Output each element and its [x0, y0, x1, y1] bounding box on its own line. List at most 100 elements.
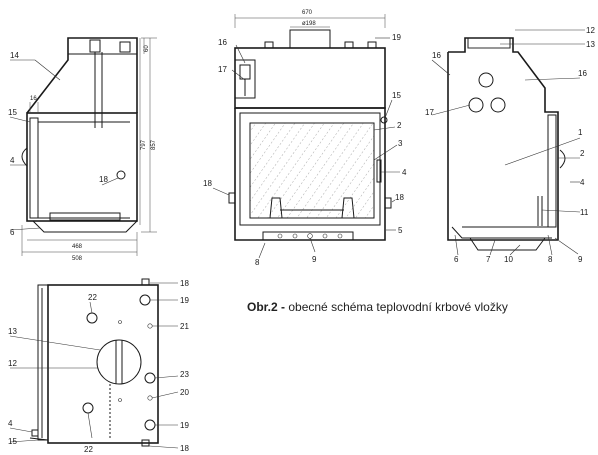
label-6-right: 6	[454, 255, 459, 264]
side-left-connector	[119, 41, 131, 53]
dim-670: 670	[302, 10, 313, 16]
top-view-port-18b	[141, 439, 150, 447]
dim-508: 508	[72, 256, 83, 262]
label-19-top-b: 19	[180, 421, 189, 430]
side-right-handle	[559, 149, 566, 169]
label-15-top: 15	[8, 437, 17, 446]
side-view-right	[431, 29, 585, 256]
label-4-right: 4	[580, 178, 585, 187]
label-11: 11	[580, 208, 589, 217]
side-left-base	[32, 220, 138, 233]
top-view-sensor-20	[147, 395, 153, 401]
label-18-top-a: 18	[180, 279, 189, 288]
top-view-body	[47, 284, 159, 444]
label-18-front-right: 18	[395, 193, 404, 202]
label-7: 7	[486, 255, 491, 264]
label-19-top-a: 19	[180, 296, 189, 305]
front-door-handle	[376, 159, 382, 183]
front-latch	[380, 116, 388, 124]
label-16-right-b: 16	[578, 69, 587, 78]
front-flue-collar	[289, 29, 331, 49]
label-18: 18	[99, 175, 108, 184]
dim-16: 16	[30, 96, 37, 102]
label-5-front: 5	[398, 226, 403, 235]
side-right-flue-collar	[467, 37, 511, 49]
side-view-left	[9, 37, 157, 256]
label-18-front-left: 18	[203, 179, 212, 188]
label-8-right: 8	[548, 255, 553, 264]
label-15: 15	[8, 108, 17, 117]
caption-prefix: Obr.2 -	[247, 300, 286, 314]
label-14: 14	[10, 51, 19, 60]
label-6: 6	[10, 228, 15, 237]
dim-468: 468	[72, 244, 83, 250]
label-12-top: 12	[8, 359, 17, 368]
label-15-front: 15	[392, 91, 401, 100]
side-left-door	[29, 117, 39, 219]
front-grate-left	[269, 197, 283, 219]
side-right-body-outline	[447, 52, 558, 241]
top-view-port-19b	[144, 419, 156, 431]
front-grate-right	[341, 197, 355, 219]
label-9-right: 9	[578, 255, 583, 264]
front-control-box	[234, 59, 256, 99]
side-right-port-top	[478, 72, 494, 88]
side-right-ashpan	[469, 237, 546, 251]
label-10: 10	[504, 255, 513, 264]
front-upper-housing	[234, 47, 386, 109]
label-20: 20	[180, 388, 189, 397]
label-4: 4	[10, 156, 15, 165]
label-17-right: 17	[425, 108, 434, 117]
label-8-front: 8	[255, 258, 260, 267]
side-right-top-profile	[448, 37, 559, 240]
label-1: 1	[578, 128, 583, 137]
label-22-top-b: 22	[84, 445, 93, 454]
side-left-flue-pipe	[89, 39, 101, 53]
dim-198: ø198	[302, 21, 316, 27]
label-19-front: 19	[392, 33, 401, 42]
front-plinth	[262, 231, 354, 241]
dim-797: 797	[141, 139, 147, 150]
label-4-top: 4	[8, 419, 13, 428]
label-22-top-a: 22	[88, 293, 97, 302]
caption-text: obecné schéma teplovodní krbové vložky	[288, 300, 508, 314]
top-view-port-19a	[139, 294, 151, 306]
side-right-door	[547, 114, 557, 228]
front-door-frame	[239, 112, 381, 226]
side-left-port	[116, 170, 126, 180]
side-right-base	[451, 226, 552, 239]
label-4-front: 4	[402, 168, 407, 177]
side-left-handle	[21, 147, 28, 167]
top-view-port-22b	[82, 402, 94, 414]
top-view-flue	[96, 339, 142, 385]
side-left-body	[26, 112, 138, 222]
side-left-ashpan	[49, 212, 121, 221]
front-view	[212, 14, 400, 259]
label-16-front: 16	[218, 38, 227, 47]
top-view	[9, 278, 179, 449]
top-view-sensor-21	[147, 323, 153, 329]
side-right-port-right	[490, 97, 506, 113]
label-17-front: 17	[218, 65, 227, 74]
label-13: 13	[586, 40, 595, 49]
side-left-flue-top	[67, 38, 137, 55]
label-18-top-b: 18	[180, 444, 189, 453]
label-23: 23	[180, 370, 189, 379]
front-door-glass	[249, 122, 375, 219]
top-view-port-23	[144, 372, 156, 384]
label-2-front: 2	[397, 121, 402, 130]
dim-857: 857	[151, 139, 157, 150]
label-16-right-a: 16	[432, 51, 441, 60]
side-right-port-left	[468, 97, 484, 113]
label-12: 12	[586, 26, 595, 35]
label-21: 21	[180, 322, 189, 331]
front-port-right	[384, 197, 392, 209]
dim-60: 60	[144, 45, 150, 52]
top-view-port-22a	[86, 312, 98, 324]
label-13-top: 13	[8, 327, 17, 336]
label-3-front: 3	[398, 139, 403, 148]
label-2-right: 2	[580, 149, 585, 158]
label-9-front: 9	[312, 255, 317, 264]
top-view-door	[37, 284, 49, 441]
